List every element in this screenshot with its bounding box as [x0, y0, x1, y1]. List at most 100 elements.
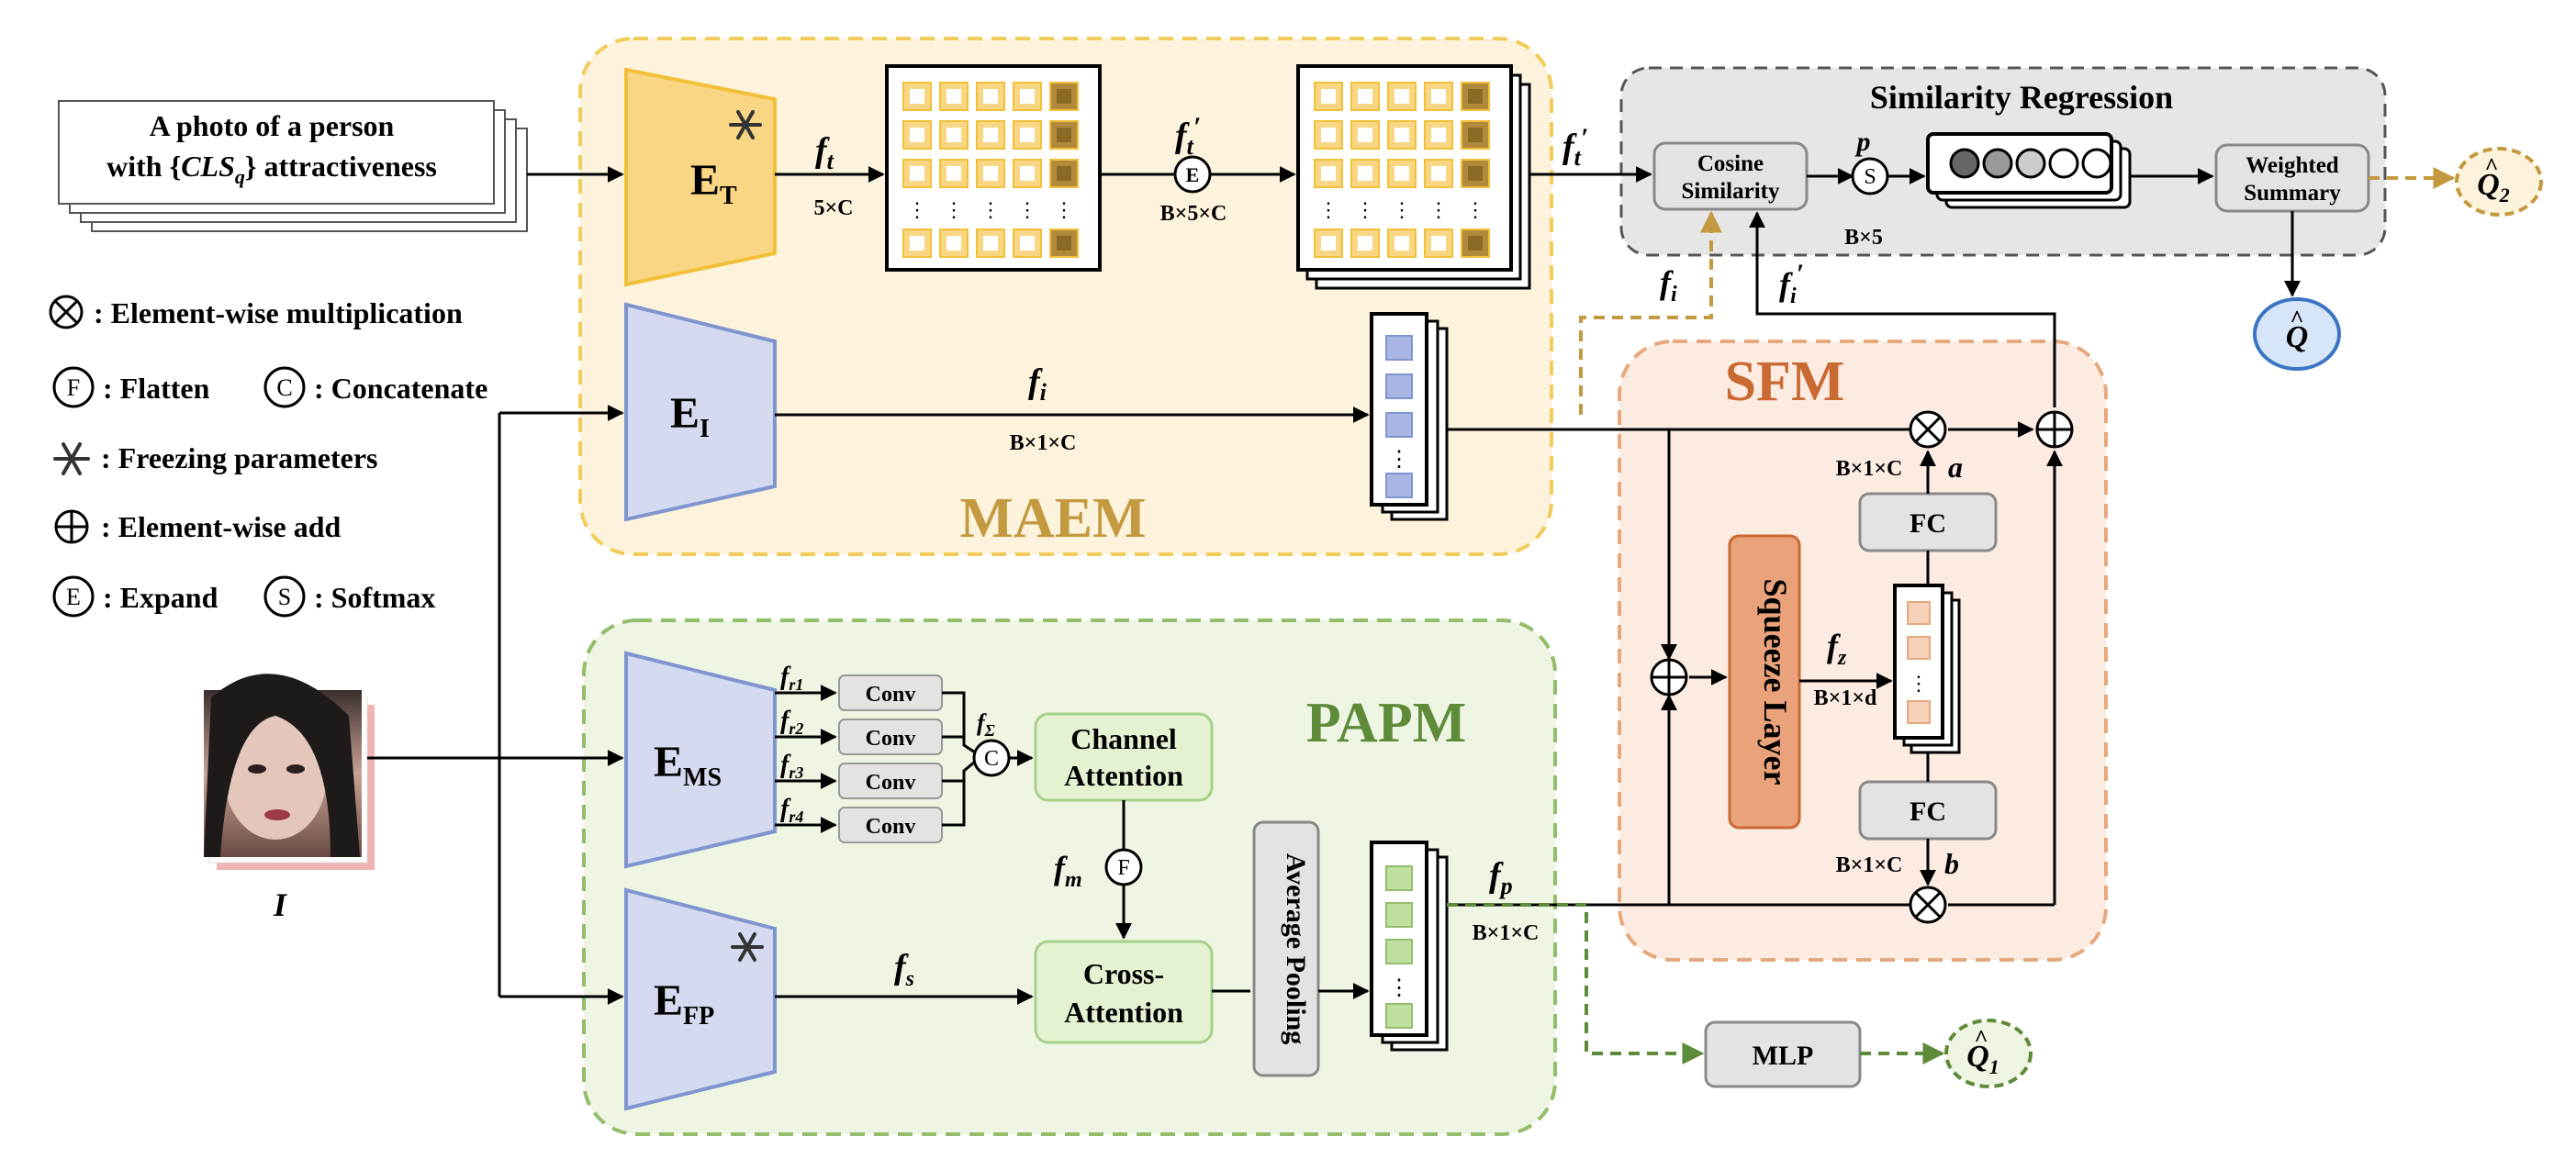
expand-icon: [52, 575, 95, 618]
svg-text:fs: fs: [894, 948, 914, 991]
svg-text:⋮: ⋮: [944, 198, 964, 221]
svg-text:Conv: Conv: [866, 815, 916, 839]
svg-text:Attention: Attention: [1064, 759, 1183, 792]
svg-text:⋮: ⋮: [1465, 198, 1485, 221]
svg-text:B×1×C: B×1×C: [1473, 921, 1540, 945]
multiply-operator-bottom: [1909, 886, 1947, 924]
fc-block-bottom: FC: [1858, 780, 1998, 841]
snowflake-icon: [731, 932, 764, 962]
channel-attention-block: Channel Attention: [1034, 712, 1214, 802]
svg-text:a: a: [1948, 451, 1963, 484]
svg-text:Similarity: Similarity: [1682, 179, 1780, 204]
svg-text:B×5: B×5: [1844, 226, 1883, 250]
legend-softmax: : Softmax: [314, 581, 435, 614]
conv-block-1: Conv: [838, 674, 943, 711]
input-label: I: [273, 886, 288, 923]
svg-text:Conv: Conv: [866, 727, 916, 751]
sfm-label: SFM: [1725, 351, 1845, 413]
expand-operator: E: [1173, 155, 1212, 194]
svg-text:fr3: fr3: [780, 751, 803, 782]
svg-text:⋮: ⋮: [980, 198, 1001, 221]
svg-text:C: C: [984, 747, 999, 771]
conv-block-2: Conv: [838, 719, 943, 755]
maem-label: MAEM: [959, 487, 1146, 550]
average-pooling-block: Average Pooling: [1252, 820, 1320, 1077]
svg-text:Weighted: Weighted: [2246, 153, 2338, 178]
svg-text:⋮: ⋮: [1392, 198, 1412, 221]
mlp-block: MLP: [1704, 1020, 1862, 1088]
svg-text:B×1×C: B×1×C: [1836, 457, 1903, 481]
svg-text:⋮: ⋮: [907, 198, 927, 221]
svg-text:⋮: ⋮: [1355, 198, 1375, 221]
legend-add: : Element-wise add: [101, 510, 342, 543]
svg-text:Q1: Q1: [1966, 1040, 1999, 1078]
svg-text:E: E: [1186, 163, 1200, 186]
cosine-similarity-block: Cosine Similarity: [1652, 141, 1809, 211]
svg-text:fz: fz: [1827, 628, 1847, 670]
svg-text:⋮: ⋮: [1388, 448, 1410, 472]
svg-text:Cross-: Cross-: [1083, 957, 1164, 990]
svg-text:EFP: EFP: [654, 976, 714, 1031]
svg-text:F: F: [1117, 856, 1129, 880]
encoder-multiscale: [624, 651, 777, 869]
svg-text:b: b: [1944, 847, 1959, 880]
similarity-regression-title: Similarity Regression: [1870, 79, 2173, 116]
svg-text:C: C: [276, 374, 292, 401]
svg-text:ft′: ft′: [1175, 112, 1201, 160]
legend-expand: : Expand: [103, 581, 218, 614]
svg-text:FC: FC: [1910, 797, 1946, 827]
conv-block-3: Conv: [838, 763, 943, 799]
svg-text:fr2: fr2: [780, 707, 803, 738]
svg-text:B×5×C: B×5×C: [1160, 202, 1227, 226]
output-q2: Q2 ^: [2455, 147, 2543, 217]
image-feature-stack: ⋮: [1370, 312, 1449, 521]
feature-labels: ft 5×C ft′ B×5×C ft′ p B×5 fi fi′ fi B×1…: [780, 112, 1963, 991]
svg-text:S: S: [278, 584, 291, 610]
svg-text:fr4: fr4: [780, 795, 803, 826]
svg-text:^: ^: [1974, 1025, 1988, 1052]
weighted-summary-block: Weighted Summary: [2214, 143, 2370, 213]
legend: : Element-wise multiplication F : Flatte…: [49, 295, 487, 618]
svg-text:Attention: Attention: [1064, 996, 1183, 1029]
prompt-line-2: with {CLSq} attractiveness: [106, 150, 437, 188]
connection-lines: [367, 166, 2301, 1005]
encoder-face-parsing: [624, 887, 777, 1111]
snowflake-icon: [53, 442, 90, 475]
svg-text:Conv: Conv: [866, 683, 916, 707]
svg-text:⋮: ⋮: [1054, 198, 1074, 221]
output-q: Q ^: [2253, 297, 2341, 371]
svg-text:⋮: ⋮: [1428, 198, 1449, 221]
svg-text:Q: Q: [2286, 320, 2309, 354]
svg-text:Conv: Conv: [866, 771, 916, 795]
fi-dashed-path: [1579, 210, 1722, 415]
multiply-operator-top: [1909, 410, 1947, 449]
svg-text:Average Pooling: Average Pooling: [1281, 853, 1311, 1045]
svg-text:E: E: [66, 584, 81, 610]
svg-text:⋮: ⋮: [1388, 976, 1410, 1000]
text-feature-matrix: ⋮ ⋮ ⋮ ⋮ ⋮: [885, 64, 1102, 272]
svg-text:Summary: Summary: [2244, 181, 2341, 206]
papm-label: PAPM: [1306, 692, 1466, 754]
svg-text:MLP: MLP: [1753, 1041, 1814, 1071]
prompt-line-1: A photo of a person: [150, 109, 395, 142]
pooled-feature-stack: ⋮: [1370, 841, 1449, 1052]
legend-concatenate: : Concatenate: [314, 372, 487, 405]
svg-text:F: F: [67, 374, 80, 401]
svg-text:Q2: Q2: [2477, 168, 2510, 206]
svg-text:⋮: ⋮: [1017, 198, 1037, 221]
svg-text:Cosine: Cosine: [1697, 151, 1764, 176]
svg-text:^: ^: [2484, 153, 2498, 180]
svg-text:fi′: fi′: [1779, 259, 1804, 308]
fc-block-top: FC: [1858, 492, 1998, 552]
flatten-icon: [52, 366, 95, 408]
snowflake-icon: [729, 110, 762, 139]
svg-text:^: ^: [2290, 306, 2303, 332]
legend-multiplication: : Element-wise multiplication: [94, 296, 463, 329]
svg-text:B×1×C: B×1×C: [1010, 431, 1077, 455]
concat-operator: C: [972, 739, 1011, 777]
svg-text:B×1×C: B×1×C: [1836, 853, 1903, 877]
squeeze-layer-block: Squeeze Layer: [1728, 534, 1801, 830]
svg-text:Squeeze Layer: Squeeze Layer: [1757, 579, 1794, 786]
expanded-text-feature-stack: ⋮⋮⋮⋮⋮: [1296, 64, 1531, 290]
add-operator-right: [2035, 410, 2074, 449]
